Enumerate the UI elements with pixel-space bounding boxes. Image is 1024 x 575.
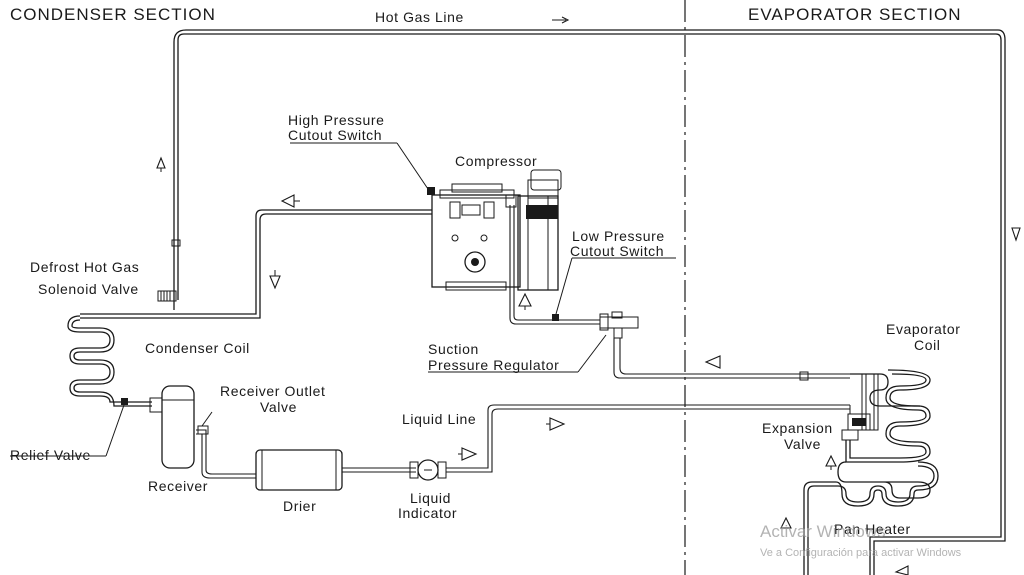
low-pressure-label-2: Cutout Switch [570, 243, 664, 259]
watermark-line-1: Activar Windows [760, 522, 886, 541]
condenser-section-title: CONDENSER SECTION [10, 5, 216, 24]
hot-gas-line-label: Hot Gas Line [375, 9, 464, 25]
suction-label-2: Pressure Regulator [428, 357, 559, 373]
pan-heater [803, 461, 939, 575]
suction-label-1: Suction [428, 341, 479, 357]
condenser-coil-label: Condenser Coil [145, 340, 250, 356]
drier-label: Drier [283, 498, 316, 514]
condenser-coil [67, 315, 152, 403]
liquid-indicator-label-1: Liquid [410, 490, 451, 506]
expansion-valve [841, 405, 871, 441]
compressor-label: Compressor [455, 153, 537, 169]
flow-arrows [156, 16, 1021, 575]
liquid-indicator-label-2: Indicator [398, 505, 457, 521]
receiver-outlet-valve [196, 411, 256, 479]
low-pressure-label-1: Low Pressure [572, 228, 665, 244]
evaporator-coil [845, 369, 931, 463]
defrost-solenoid-valve [157, 290, 177, 302]
evaporator-coil-label-1: Evaporator [886, 321, 960, 337]
receiver-outlet-label-1: Receiver Outlet [220, 383, 325, 399]
expansion-valve-label-1: Expansion [762, 420, 833, 436]
receiver [149, 385, 195, 469]
liquid-line-label: Liquid Line [402, 411, 476, 427]
defrost-label-2: Solenoid Valve [38, 281, 139, 297]
expansion-valve-label-2: Valve [784, 436, 821, 452]
compressor [427, 169, 562, 291]
pan-heater-label: Pan Heater [834, 521, 911, 537]
suction-pipe [509, 205, 850, 381]
liquid-indicator [409, 459, 447, 481]
watermark-line-2: Ve a Configuración para activar Windows [760, 547, 962, 559]
receiver-label: Receiver [148, 478, 208, 494]
evaporator-coil-label-2: Coil [914, 337, 941, 353]
evaporator-section-title: EVAPORATOR SECTION [748, 5, 962, 24]
hot-gas-line-pipe [171, 29, 1006, 575]
high-pressure-label-2: Cutout Switch [288, 127, 382, 143]
drier [255, 449, 416, 491]
discharge-pipe [80, 209, 432, 319]
relief-valve-label: Relief Valve [10, 447, 91, 463]
defrost-label-1: Defrost Hot Gas [30, 259, 139, 275]
receiver-outlet-label-2: Valve [260, 399, 297, 415]
liquid-line-pipe [446, 404, 850, 473]
relief-valve-marker [121, 398, 128, 405]
high-pressure-label-1: High Pressure [288, 112, 385, 128]
